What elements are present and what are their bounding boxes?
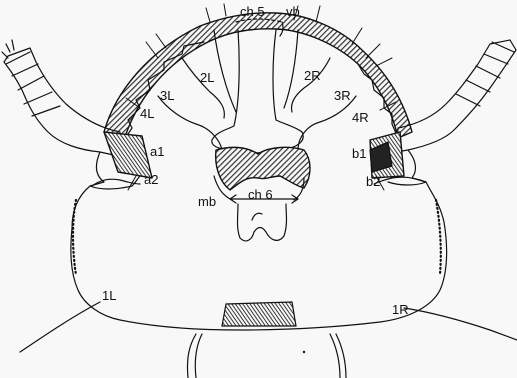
posterior-right-line bbox=[404, 308, 517, 340]
neck-left bbox=[187, 334, 196, 378]
left-antenna-segments bbox=[6, 52, 60, 116]
label-2l: 2L bbox=[200, 70, 214, 85]
posterior-left-line bbox=[20, 302, 100, 352]
right-rim bbox=[374, 177, 426, 184]
label-1l: 1L bbox=[102, 288, 116, 303]
label-3l: 3L bbox=[160, 88, 174, 103]
left-inner-contour bbox=[182, 58, 224, 118]
labial-inner bbox=[252, 213, 262, 220]
label-mb: mb bbox=[198, 194, 216, 209]
label-4l: 4L bbox=[140, 106, 154, 121]
label-3r: 3R bbox=[334, 88, 351, 103]
left-antenna bbox=[4, 48, 120, 156]
right-antenna bbox=[396, 40, 516, 152]
label-b2: b2 bbox=[366, 174, 380, 189]
label-a1: a1 bbox=[150, 144, 164, 159]
label-a2: a2 bbox=[144, 172, 158, 187]
label-ch6: ch 6 bbox=[248, 187, 273, 202]
mandible-plate bbox=[216, 147, 310, 190]
labial-lobe bbox=[238, 204, 287, 241]
right-lateral-lobe bbox=[298, 96, 356, 150]
left-antenna-tip bbox=[2, 40, 14, 58]
label-b1: b1 bbox=[352, 146, 366, 161]
right-inner-contour bbox=[292, 58, 331, 112]
label-vb: vb bbox=[286, 4, 300, 19]
label-4r: 4R bbox=[352, 110, 369, 125]
label-2r: 2R bbox=[304, 68, 321, 83]
posterior-plate bbox=[222, 302, 296, 326]
capsule-left-edge-dots bbox=[73, 200, 76, 275]
small-dot bbox=[303, 351, 305, 353]
label-1r: 1R bbox=[392, 302, 409, 317]
label-ch5: ch 5 bbox=[240, 4, 265, 19]
neck-left-2 bbox=[195, 334, 202, 378]
